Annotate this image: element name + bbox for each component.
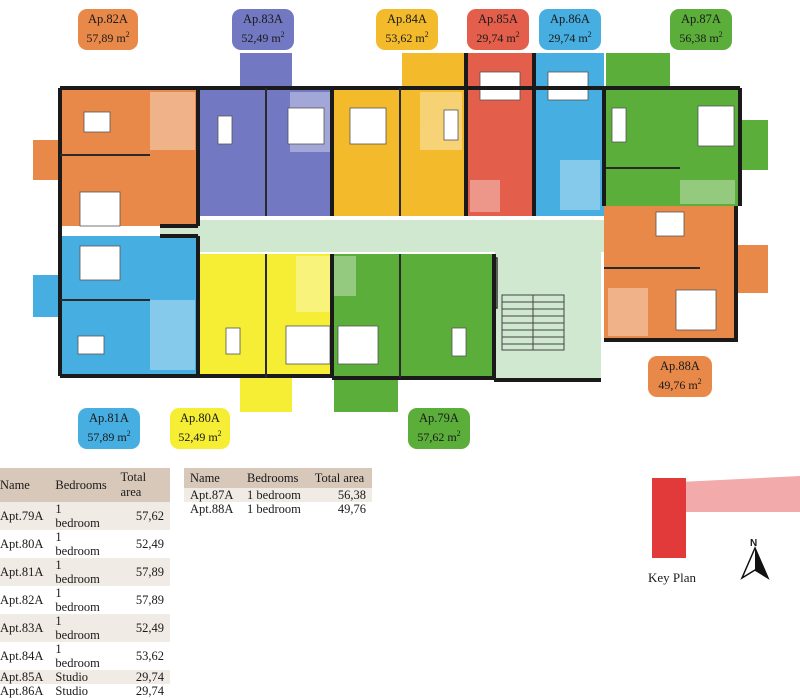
apt-tag-area: 52,49	[241, 31, 269, 45]
apt-tag-name: Ap.80A	[180, 411, 220, 425]
table-header: Name	[184, 468, 242, 488]
apt-88a-balcony	[736, 245, 768, 293]
table-header: Bedrooms	[241, 468, 309, 488]
partitions	[60, 88, 700, 378]
apt-tag-name: Ap.88A	[660, 359, 700, 373]
apt-tag-name: Ap.79A	[419, 411, 459, 425]
apt-tag-area: 49,76	[658, 378, 686, 392]
apt-tag-name: Ap.83A	[243, 12, 283, 26]
apt-80a-balcony	[240, 376, 292, 412]
key-plan-wing	[680, 476, 800, 512]
apt-tag-area: 29,74	[548, 31, 576, 45]
key-plan-label: Key Plan	[648, 570, 697, 585]
table-header: Total area	[308, 468, 372, 488]
apt-tag-name: Ap.82A	[88, 12, 128, 26]
north-label: N	[750, 538, 758, 549]
staircase	[501, 294, 565, 351]
apt-tag-area: 52,49	[178, 430, 206, 444]
floor-plan	[33, 53, 800, 580]
apt-tag-area: 57,89	[86, 31, 114, 45]
apt-tag-area: 57,62	[417, 430, 445, 444]
apt-83a-balcony	[240, 53, 292, 90]
table-header: Total area	[114, 468, 170, 502]
furniture	[77, 71, 735, 365]
table-header: Name	[0, 468, 50, 502]
apt-87a-balcony	[606, 53, 670, 90]
apt-tag-name: Ap.81A	[89, 411, 129, 425]
apt-tag-area: 56,38	[679, 31, 707, 45]
apt-tag-area: 29,74	[476, 31, 504, 45]
apt-84a-balcony	[402, 53, 464, 90]
key-plan-highlight	[652, 478, 686, 558]
table-header-row: Name Bedrooms Total area	[184, 468, 372, 488]
apt-79a-balcony	[334, 376, 398, 412]
table-header: Bedrooms	[49, 468, 115, 502]
apt-tag-name: Ap.85A	[478, 12, 518, 26]
apt-tag-name: Ap.87A	[681, 12, 721, 26]
key-plan	[652, 476, 800, 580]
apt-tag-name: Ap.84A	[387, 12, 427, 26]
apt-87a-bay	[738, 120, 768, 170]
apt-tag-area: 57,89	[87, 430, 115, 444]
apt-tag-area: 53,62	[385, 31, 413, 45]
table-header-row: Name Bedrooms Total area	[0, 468, 170, 502]
apt-tag-name: Ap.86A	[550, 12, 590, 26]
corridor	[160, 220, 640, 252]
